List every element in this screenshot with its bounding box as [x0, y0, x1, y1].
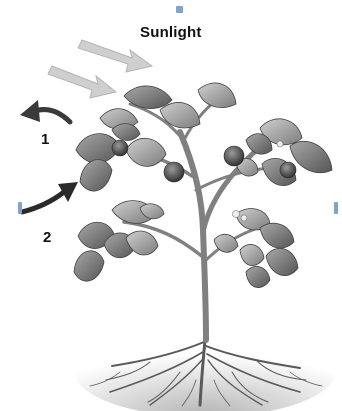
- fruit: [112, 140, 128, 156]
- selection-handle-top[interactable]: [176, 6, 183, 13]
- arrow-2-icon: [22, 182, 78, 212]
- sunlight-label: Sunlight: [140, 24, 202, 41]
- fruit: [164, 162, 184, 182]
- label-2: 2: [43, 229, 51, 246]
- fruit: [280, 162, 296, 178]
- selection-handle-left[interactable]: [18, 202, 22, 214]
- selection-handle-right[interactable]: [334, 202, 338, 214]
- fruit: [224, 146, 244, 166]
- arrow-1-icon: [20, 100, 70, 122]
- label-1: 1: [41, 131, 49, 148]
